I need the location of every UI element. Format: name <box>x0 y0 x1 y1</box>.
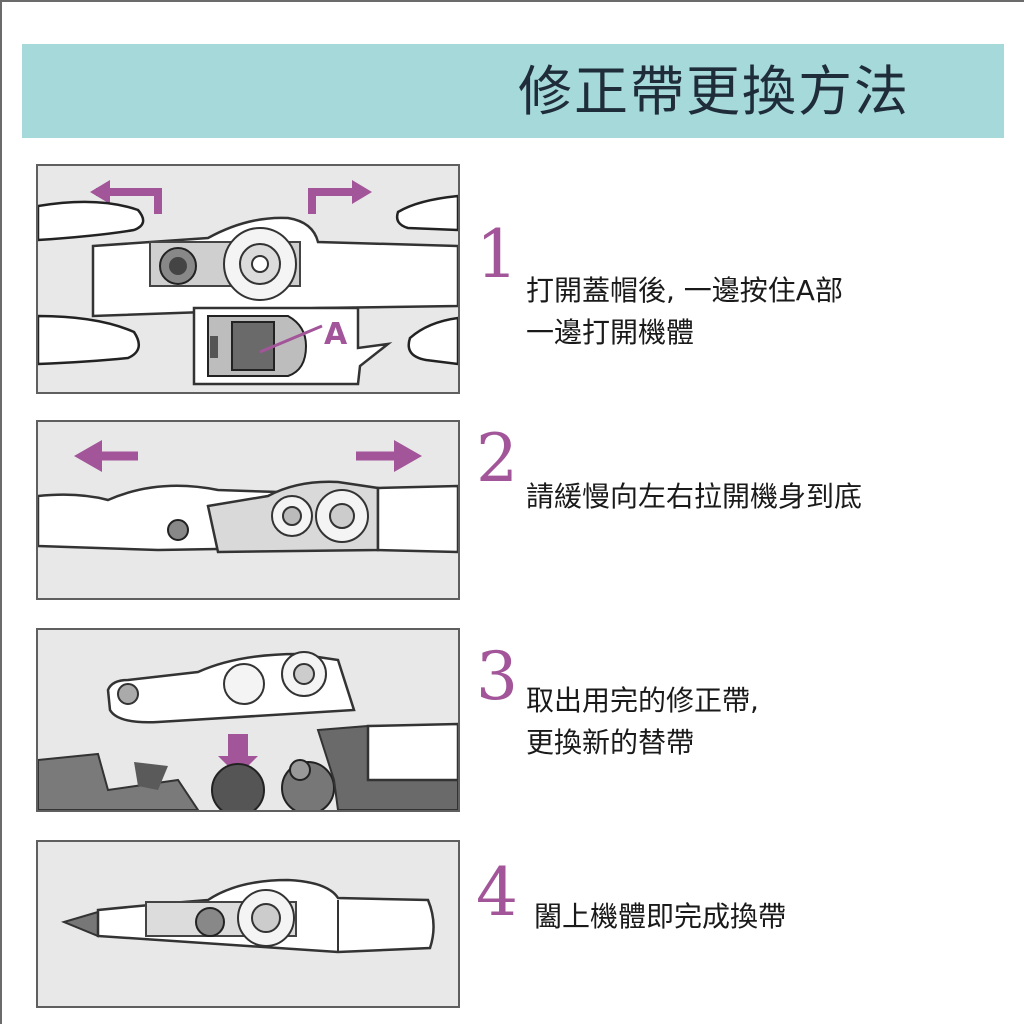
step-3-illustration <box>36 628 460 812</box>
step-3-text-line-1: 取出用完的修正帶, <box>526 684 759 717</box>
step-2-text-line-1: 請緩慢向左右拉開機身到底 <box>526 480 863 513</box>
gear-icon <box>211 763 265 810</box>
title-banner <box>22 44 1004 138</box>
page-title: 修正帶更換方法 <box>518 60 910 123</box>
finger <box>38 314 141 366</box>
step-4-number: 4 <box>476 854 518 931</box>
gear-icon <box>195 907 225 937</box>
step-1-number: 1 <box>476 216 518 293</box>
step-2-illustration <box>36 420 460 600</box>
step-3-text-line-2: 更換新的替帶 <box>526 726 695 759</box>
callout-label: A <box>324 317 348 352</box>
finger <box>38 200 145 242</box>
left-arrow-icon <box>96 188 162 214</box>
right-arrow-icon <box>308 188 354 214</box>
step-1-illustration: A <box>36 164 460 394</box>
step-1-text-line-1: 打開蓋帽後, 一邊按住A部 <box>526 274 843 307</box>
tape-body-right <box>376 484 458 554</box>
gear-icon <box>223 663 265 705</box>
step-2-number: 2 <box>476 420 518 497</box>
step-4-illustration <box>36 840 460 1008</box>
step-3-number: 3 <box>476 638 518 715</box>
finger <box>395 194 458 232</box>
down-arrow-icon <box>228 734 248 756</box>
button-a <box>231 321 275 371</box>
finger <box>407 316 458 366</box>
step-1-text-line-2: 一邊打開機體 <box>526 316 695 349</box>
tip <box>60 910 99 938</box>
step-4-text-line-1: 闔上機體即完成換帶 <box>534 900 787 933</box>
